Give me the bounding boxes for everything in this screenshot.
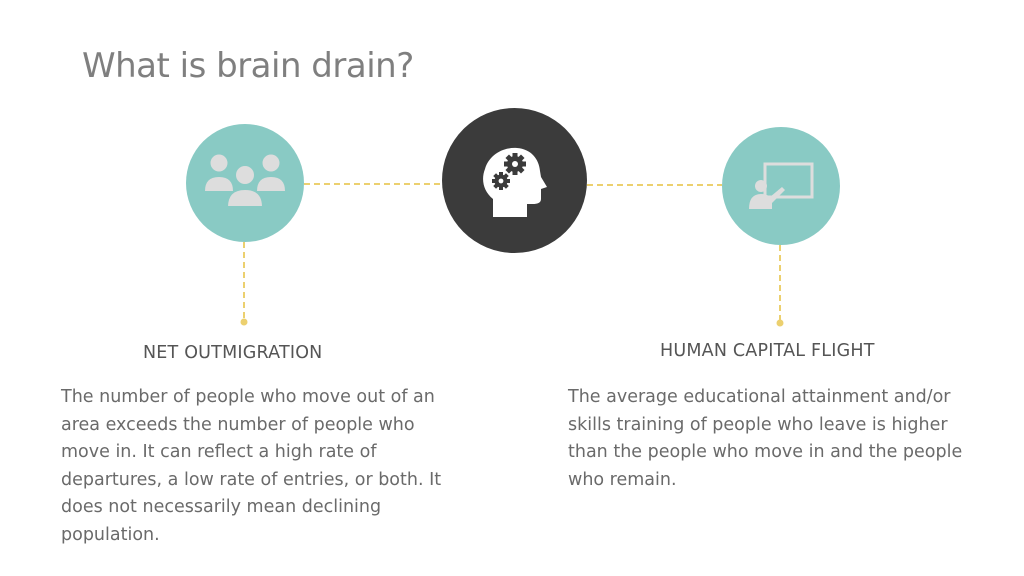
net-outmigration-circle bbox=[186, 124, 304, 242]
net-outmigration-description: The number of people who move out of an … bbox=[61, 384, 471, 549]
description-line: The average educational attainment and/o… bbox=[568, 387, 951, 407]
description-line: than the people who move in and the peop… bbox=[568, 442, 963, 462]
connector-left-dot bbox=[240, 318, 248, 326]
human-capital-flight-circle bbox=[722, 127, 840, 245]
description-line: area exceeds the number of people who bbox=[61, 414, 415, 435]
slide-title: What is brain drain? bbox=[82, 46, 414, 86]
description-line: move in. It can reflect a high rate of bbox=[61, 442, 377, 462]
people-group-icon bbox=[205, 154, 285, 208]
net-outmigration-heading: NET OUTMIGRATION bbox=[143, 343, 323, 363]
brain-drain-circle bbox=[442, 108, 587, 253]
description-line: who remain. bbox=[568, 469, 677, 490]
human-capital-flight-description: The average educational attainment and/o… bbox=[568, 384, 993, 494]
head-gears-icon bbox=[482, 147, 547, 217]
human-capital-flight-heading: HUMAN CAPITAL FLIGHT bbox=[660, 341, 875, 361]
description-line: skills training of people who leave is h… bbox=[568, 414, 948, 435]
description-line: The number of people who move out of an bbox=[61, 387, 435, 407]
description-line: does not necessarily mean declining bbox=[61, 497, 382, 517]
teacher-board-icon bbox=[749, 162, 814, 209]
description-line: departures, a low rate of entries, or bo… bbox=[61, 469, 442, 490]
description-line: population. bbox=[61, 524, 160, 545]
connector-right-dot bbox=[776, 319, 784, 327]
